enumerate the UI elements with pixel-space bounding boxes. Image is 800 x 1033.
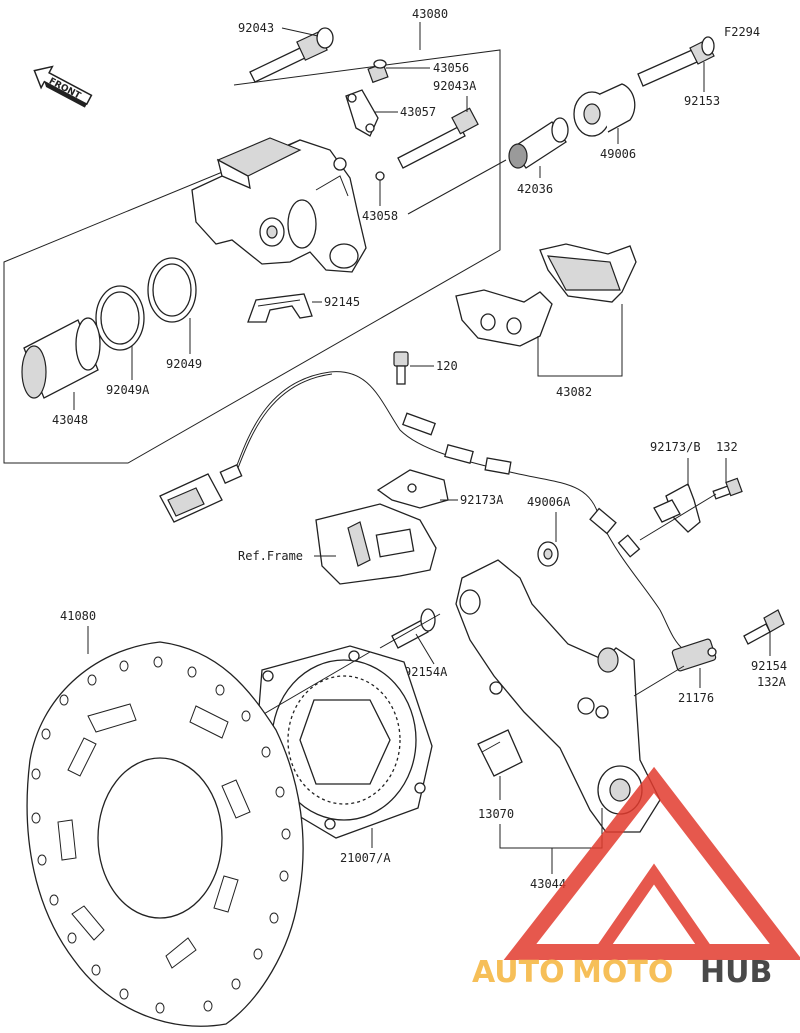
brake-pad-inner: [539, 243, 637, 303]
spring-92145: [247, 293, 313, 323]
label-43080: 43080: [412, 7, 448, 21]
clamp-92173B: [653, 483, 701, 533]
label-92154: 92154: [751, 659, 787, 673]
sleeve-42036: [508, 117, 569, 169]
label-49006A: 49006A: [527, 495, 571, 509]
caliper-assembly-outline: [3, 49, 501, 464]
brake-disc-41080: [26, 641, 304, 1027]
label-92173B: 92173/B: [650, 440, 701, 454]
label-92173A: 92173A: [460, 493, 504, 507]
abs-sensor-21176: [671, 638, 717, 672]
label-43057: 43057: [400, 105, 436, 119]
label-49006: 49006: [600, 147, 636, 161]
label-21176: 21176: [678, 691, 714, 705]
label-42036: 42036: [517, 182, 553, 196]
label-92043: 92043: [238, 21, 274, 35]
ref-frame-label: Ref.Frame: [238, 549, 303, 563]
bolt-92154: [743, 609, 785, 645]
label-92154A: 92154A: [404, 665, 448, 679]
label-43082: 43082: [556, 385, 592, 399]
front-arrow-icon: FRONT: [33, 65, 93, 108]
collar-49006A: [537, 541, 559, 567]
diagram-code: F2294: [724, 25, 760, 39]
harness-grommet: [402, 412, 641, 558]
automotohub-watermark-logo: AUTO MOTO HUB: [472, 766, 800, 990]
caliper-bracket-43044: [455, 559, 661, 833]
seal-92049A: [95, 285, 145, 351]
label-41080: 41080: [60, 609, 96, 623]
clamp-92173A: [376, 469, 449, 509]
ref-frame-inset: [315, 503, 437, 585]
abs-connector: [159, 463, 243, 523]
label-132: 132: [716, 440, 738, 454]
label-43048: 43048: [52, 413, 88, 427]
label-13070: 13070: [478, 807, 514, 821]
label-92153: 92153: [684, 94, 720, 108]
bolt-92154A: [391, 608, 436, 649]
label-21007A: 21007/A: [340, 851, 391, 865]
seal-92049: [147, 257, 197, 323]
label-92049A: 92049A: [106, 383, 150, 397]
label-43056: 43056: [433, 61, 469, 75]
watermark-moto: MOTO: [572, 955, 673, 990]
bolt-92043: [249, 27, 334, 83]
label-43058: 43058: [362, 209, 398, 223]
pin-92043A: [397, 107, 479, 169]
label-43044: 43044: [530, 877, 566, 891]
abs-rotor-21007A: [257, 645, 433, 839]
label-132A: 132A: [757, 675, 787, 689]
watermark-auto: AUTO: [472, 955, 565, 990]
bolt-132: [712, 477, 743, 500]
watermark-hub: HUB: [700, 955, 772, 990]
brake-pad-outer: [455, 289, 553, 347]
label-120: 120: [436, 359, 458, 373]
bolt-92153: [637, 36, 715, 87]
label-92043A: 92043A: [433, 79, 477, 93]
label-92049: 92049: [166, 357, 202, 371]
clip-13070: [477, 729, 523, 777]
piston-43048: [21, 317, 101, 399]
oring-43058: [375, 171, 385, 181]
cap-43057: [345, 89, 379, 137]
bolt-120: [393, 351, 409, 385]
label-92145: 92145: [324, 295, 360, 309]
brake-caliper-body: [191, 137, 367, 273]
collar-49006: [573, 83, 636, 137]
bleeder-43056: [367, 59, 389, 84]
